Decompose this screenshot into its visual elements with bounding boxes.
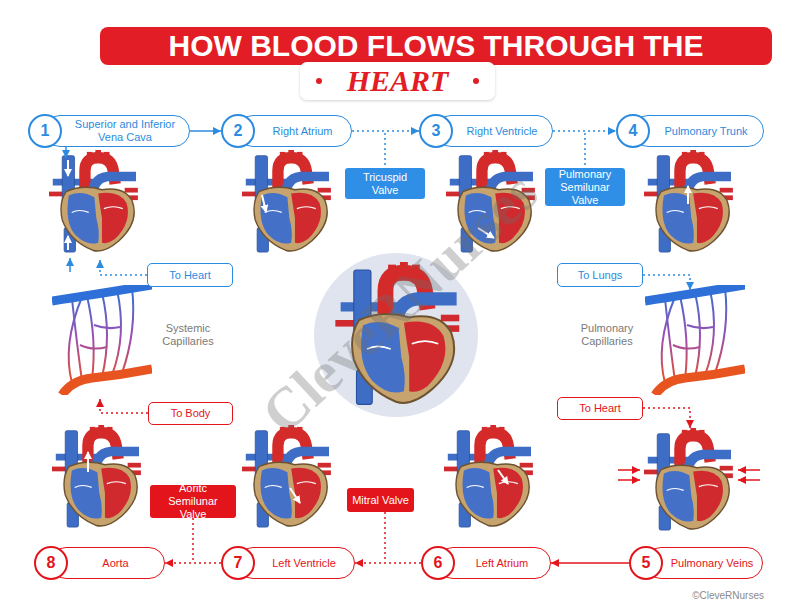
callout-circle: 3 <box>419 114 453 148</box>
box-text: Pulmonary Semilunar Valve <box>549 168 621 207</box>
flow-connector <box>190 130 221 132</box>
callout-number: 8 <box>47 554 56 572</box>
bullet-dot <box>316 78 322 84</box>
box-text: To Heart <box>169 269 211 282</box>
capillaries-illustration <box>645 285 745 395</box>
flow-tag: To Lungs <box>557 263 643 287</box>
capillaries-illustration <box>52 285 152 395</box>
callout-number: 1 <box>41 122 50 140</box>
callout-circle: 6 <box>421 546 455 580</box>
capillary-label: Systemic Capillaries <box>158 322 218 348</box>
copyright-note: ©CleveRNurses <box>692 590 764 602</box>
flow-tag: To Body <box>148 402 233 425</box>
box-text: To Heart <box>579 402 621 415</box>
flow-tag: To Heart <box>557 397 643 420</box>
step-name: Right Ventricle <box>467 125 538 138</box>
inflow-arrow <box>618 469 640 471</box>
callout-circle: 8 <box>34 546 68 580</box>
heart-illustration <box>52 425 141 527</box>
step-name: Left Ventricle <box>272 557 336 570</box>
valve-stub <box>384 512 386 562</box>
flow-leader <box>643 275 690 290</box>
pill-outline: Superior and Inferior Vena Cava <box>44 115 190 147</box>
step-name: Superior and Inferior Vena Cava <box>67 118 183 144</box>
flow-leader <box>100 260 147 275</box>
callout-circle: 2 <box>221 114 255 148</box>
flow-arrow <box>87 452 89 472</box>
heart-illustration <box>644 428 733 530</box>
flow-leader <box>643 408 690 428</box>
title-pill: HEART <box>300 62 495 100</box>
callout-number: 4 <box>629 122 638 140</box>
valve-box: Pulmonary Semilunar Valve <box>545 168 625 206</box>
flow-connector <box>551 562 629 564</box>
flow-tag: To Heart <box>147 263 233 287</box>
step-name: Pulmonary Veins <box>671 557 754 570</box>
flow-arrow <box>67 236 69 250</box>
heart-illustration <box>49 150 138 252</box>
flow-arrow <box>67 160 69 176</box>
flow-leader <box>100 399 148 413</box>
inflow-arrow <box>738 479 760 481</box>
step-box: Superior and Inferior Vena Cava 1 <box>28 114 190 148</box>
step-box: Right Ventricle 3 <box>419 114 553 148</box>
valve-stub <box>584 133 586 168</box>
flow-arrow <box>262 195 266 212</box>
valve-stub <box>192 518 194 562</box>
step-name: Pulmonary Trunk <box>664 125 747 138</box>
callout-number: 2 <box>234 122 243 140</box>
step-box: Aorta 8 <box>34 546 165 580</box>
flow-connector <box>355 562 421 564</box>
pill-outline: Pulmonary Trunk <box>632 115 764 147</box>
valve-stub <box>384 133 386 168</box>
callout-number: 7 <box>234 554 243 572</box>
title-band: HOW BLOOD FLOWS THROUGH THE <box>100 27 772 65</box>
flow-arrow <box>687 186 689 204</box>
step-box: Right Atrium 2 <box>221 114 352 148</box>
inflow-arrow <box>618 479 640 481</box>
callout-circle: 5 <box>629 546 663 580</box>
box-text: To Body <box>171 407 211 420</box>
step-name: Left Atrium <box>476 557 529 570</box>
box-text: Tricuspid Valve <box>349 171 421 197</box>
valve-box: Mitral Valve <box>347 488 414 512</box>
callout-circle: 7 <box>221 546 255 580</box>
callout-number: 3 <box>432 122 441 140</box>
heart-illustration <box>444 425 533 527</box>
step-box: Left Atrium 6 <box>421 546 551 580</box>
flow-connector <box>165 562 221 564</box>
bullet-dot <box>473 78 479 84</box>
title-word: HEART <box>347 64 449 98</box>
step-box: Pulmonary Veins 5 <box>629 546 763 580</box>
callout-number: 6 <box>434 554 443 572</box>
step-box: Pulmonary Trunk 4 <box>616 114 764 148</box>
heart-illustration <box>644 150 733 252</box>
flow-arrow <box>290 488 300 503</box>
box-text: To Lungs <box>578 269 623 282</box>
flow-connector <box>553 130 616 132</box>
heart-illustration <box>242 150 331 252</box>
title-text: HOW BLOOD FLOWS THROUGH THE <box>169 29 704 63</box>
valve-box: Tricuspid Valve <box>345 168 425 199</box>
inflow-arrow <box>69 258 71 272</box>
callout-number: 5 <box>642 554 651 572</box>
callout-circle: 1 <box>28 114 62 148</box>
capillary-label: Pulmonary Capillaries <box>576 322 638 348</box>
box-text: Mitral Valve <box>352 494 409 507</box>
step-box: Left Ventricle 7 <box>221 546 355 580</box>
flow-connector <box>352 130 419 132</box>
valve-box: Aoritc Semilunar Valve <box>150 485 236 518</box>
box-text: Aoritc Semilunar Valve <box>154 482 232 521</box>
flow-arrow <box>498 470 508 484</box>
inflow-arrow <box>738 469 760 471</box>
step-name: Right Atrium <box>273 125 333 138</box>
callout-circle: 4 <box>616 114 650 148</box>
step-name: Aorta <box>102 557 128 570</box>
